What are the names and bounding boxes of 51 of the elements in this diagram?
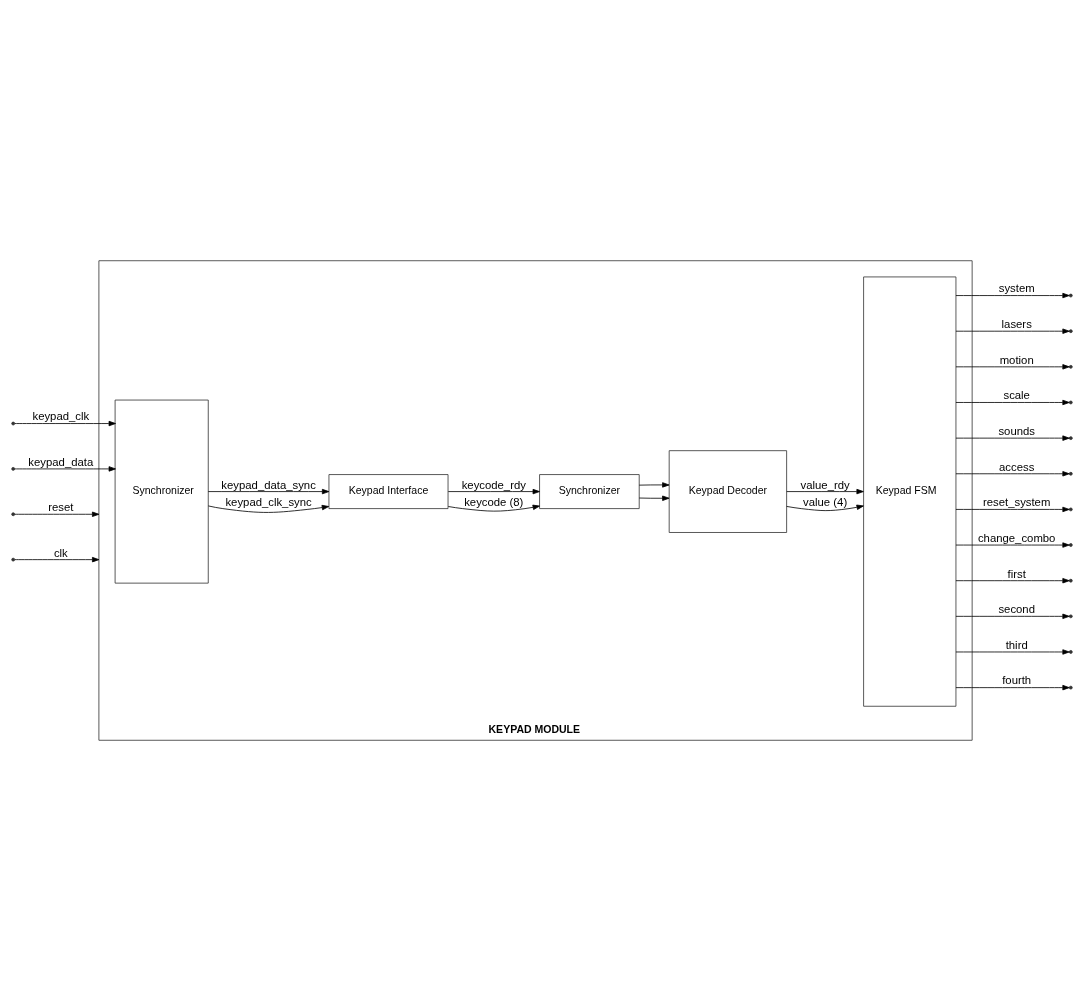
edge-label: value (4) (803, 495, 848, 508)
edge-label: change_combo (977, 531, 1056, 544)
edge-label: system (998, 281, 1035, 294)
arrow (207, 488, 330, 494)
node-box: Synchronizer (114, 399, 209, 584)
edge-label: keycode_rdy (461, 478, 526, 491)
edge-label: reset_system (983, 495, 1051, 508)
arrow (786, 488, 864, 494)
node-box: Keypad FSM (863, 276, 957, 707)
arrow (955, 541, 1070, 548)
arrow (955, 399, 1070, 405)
edge-label: access (999, 460, 1035, 473)
edge-label: scale (1003, 388, 1030, 401)
edge-label: third (1005, 638, 1028, 651)
arrow (14, 511, 100, 517)
edge-label: value_rdy (800, 478, 850, 491)
arrow (955, 328, 1070, 334)
arrow (14, 556, 100, 562)
arrow (955, 613, 1070, 619)
arrow (955, 434, 1070, 441)
edge-label: keycode (8) (464, 495, 524, 508)
arrow (955, 577, 1070, 583)
arrow (207, 504, 330, 513)
arrow (638, 481, 670, 488)
edge-label: first (1007, 567, 1026, 580)
edge-label: keypad_clk_sync (225, 495, 312, 508)
edge-label: reset (48, 500, 74, 513)
arrow (955, 648, 1070, 655)
node-box: Keypad Interface (328, 473, 449, 509)
edge-label: lasers (1001, 317, 1032, 330)
edge-label: keypad_data_sync (221, 478, 316, 491)
node-box: Synchronizer (539, 473, 640, 509)
arrow (447, 488, 540, 494)
edge-label: keypad_data (28, 455, 94, 468)
edge-label: sounds (998, 424, 1035, 437)
arrow (786, 504, 864, 511)
node-box: Keypad Decoder (668, 449, 788, 533)
arrow (447, 504, 540, 512)
edge-label: fourth (1002, 673, 1032, 686)
edge-label: second (998, 602, 1035, 615)
edge-label: clk (53, 546, 68, 559)
arrow (955, 363, 1070, 369)
arrow (955, 470, 1070, 476)
edge-label: motion (999, 353, 1034, 366)
arrow (955, 506, 1070, 512)
arrow (14, 420, 116, 426)
arrow (14, 465, 116, 472)
arrow (638, 495, 670, 501)
arrow (955, 684, 1070, 690)
arrow (955, 292, 1070, 298)
edge-label: keypad_clk (32, 409, 90, 422)
